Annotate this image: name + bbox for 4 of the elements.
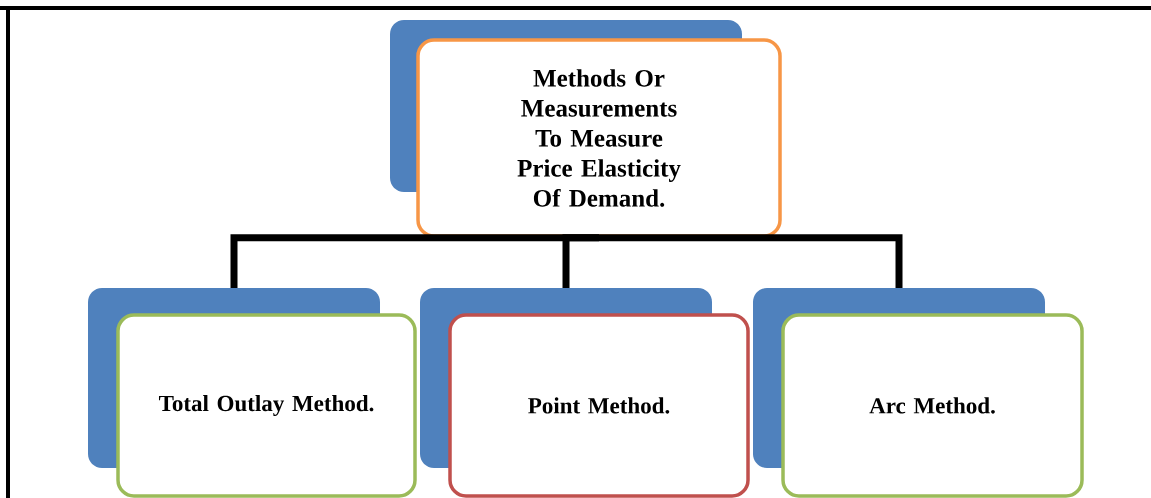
- layered-box: Methods Or Measurements To Measure Price Elasticity Of Demand.: [390, 20, 782, 238]
- layered-box: Point Method.: [420, 288, 750, 498]
- layered-box: Arc Method.: [753, 288, 1084, 498]
- layered-box: Total Outlay Method.: [88, 288, 417, 498]
